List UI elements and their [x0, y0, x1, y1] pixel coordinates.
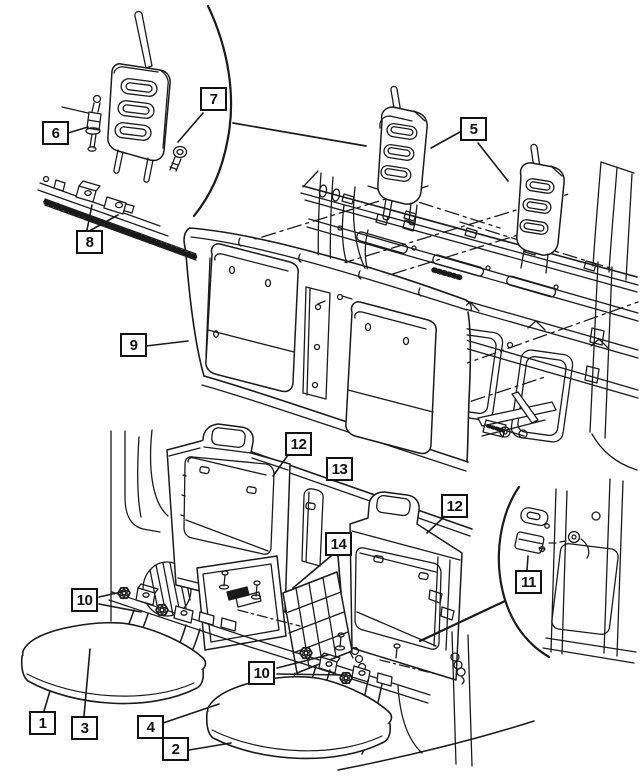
callout-12-12[interactable]: 12: [285, 432, 312, 456]
callout-9-8[interactable]: 9: [120, 333, 147, 357]
cab-side-wall-left: [110, 429, 192, 622]
floor-jack-tools: [477, 391, 557, 439]
seatback-panel: [183, 227, 472, 472]
callout-7-6[interactable]: 7: [200, 87, 227, 111]
callout-1-0[interactable]: 1: [29, 711, 56, 735]
callout-2-1[interactable]: 2: [162, 737, 189, 761]
callout-13-14[interactable]: 13: [326, 457, 353, 481]
headrest-detail-view: [37, 4, 367, 261]
latch-bracket-column: [428, 556, 466, 685]
seat-cushion-left: [20, 621, 207, 705]
headrest-right: [516, 143, 565, 274]
bulkhead-structure: [300, 161, 639, 471]
callout-3-2[interactable]: 3: [71, 716, 98, 740]
callout-12-13[interactable]: 12: [441, 494, 468, 518]
floor-sill-right: [337, 631, 535, 771]
callout-11-11[interactable]: 11: [515, 570, 542, 594]
latch-clip-detail-view: [497, 478, 637, 664]
seat-cushion-right: [205, 675, 393, 760]
callout-10-10[interactable]: 10: [248, 661, 275, 685]
callout-14-15[interactable]: 14: [325, 532, 352, 556]
detail-pointer-line: [418, 599, 507, 643]
headrest-left: [375, 85, 428, 232]
callout-5-4[interactable]: 5: [460, 117, 487, 141]
storage-bin-lid: [196, 555, 287, 651]
callout-4-3[interactable]: 4: [137, 715, 164, 739]
callout-8-7[interactable]: 8: [76, 230, 103, 254]
center-belt-strap: [301, 488, 324, 567]
callout-6-5[interactable]: 6: [42, 121, 69, 145]
callout-10-9[interactable]: 10: [71, 588, 98, 612]
